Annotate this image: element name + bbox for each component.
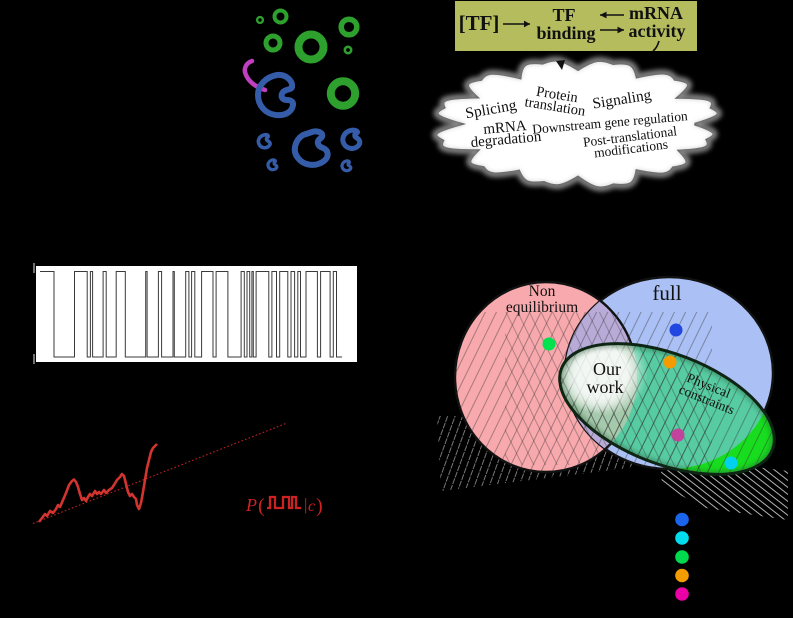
- svg-text:TF: TF: [552, 5, 575, 25]
- svg-text:(: (: [258, 495, 265, 517]
- svg-text:[TF]: [TF]: [459, 11, 500, 35]
- svg-text:Non: Non: [529, 283, 556, 300]
- svg-text:Our: Our: [593, 359, 621, 379]
- svg-text:mRNA: mRNA: [629, 3, 683, 23]
- svg-text:equilibrium: equilibrium: [506, 299, 578, 316]
- svg-text:degradation: degradation: [470, 129, 542, 151]
- svg-text:): ): [316, 495, 323, 517]
- svg-text:work: work: [587, 377, 624, 397]
- svg-text:c: c: [308, 498, 315, 515]
- svg-text:binding: binding: [536, 23, 595, 43]
- svg-text:activity: activity: [629, 21, 686, 41]
- svg-text:|: |: [304, 495, 307, 514]
- svg-text:full: full: [652, 281, 681, 305]
- svg-text:P: P: [245, 495, 257, 515]
- svg-text:Protein: Protein: [535, 84, 580, 106]
- svg-text:mRNA: mRNA: [483, 118, 528, 138]
